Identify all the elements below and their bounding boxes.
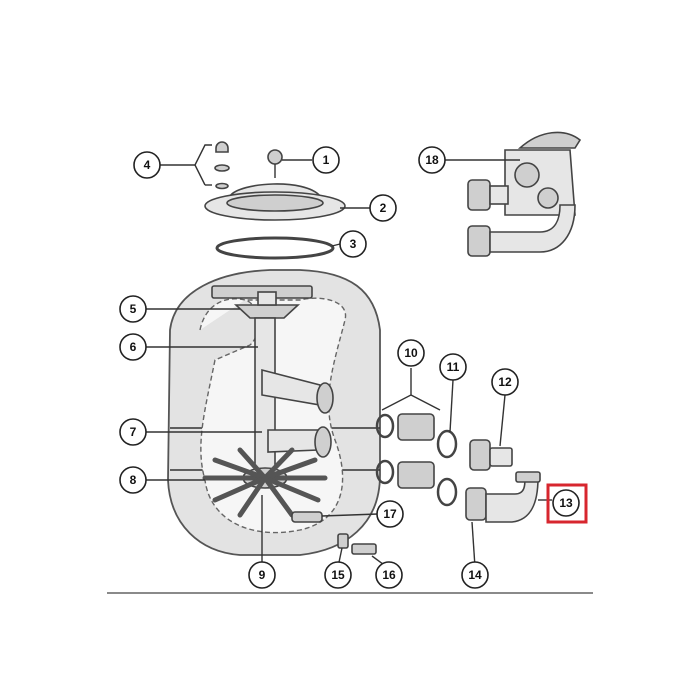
internal-collector — [202, 291, 377, 555]
callout-16: 16 — [375, 561, 403, 589]
callout-1: 1 — [312, 146, 340, 174]
callout-8: 8 — [119, 466, 147, 494]
highlight-box — [546, 483, 588, 524]
svg-text:18: 18 — [425, 153, 439, 167]
callout-14: 14 — [461, 561, 489, 589]
multiport-valve — [467, 131, 582, 257]
callout-17: 17 — [376, 500, 404, 528]
callout-3: 3 — [339, 230, 367, 258]
svg-text:3: 3 — [350, 237, 357, 251]
callout-13: 13 — [552, 489, 580, 517]
fittings — [375, 413, 541, 523]
svg-text:10: 10 — [404, 346, 418, 360]
callout-6: 6 — [119, 333, 147, 361]
svg-text:14: 14 — [468, 568, 482, 582]
leader-lines — [145, 144, 552, 568]
callout-11: 11 — [439, 353, 467, 381]
svg-text:2: 2 — [380, 201, 387, 215]
svg-text:4: 4 — [144, 158, 151, 172]
callout-2: 2 — [369, 194, 397, 222]
callout-9: 9 — [248, 561, 276, 589]
svg-text:16: 16 — [382, 568, 396, 582]
callout-18: 18 — [418, 146, 446, 174]
svg-text:17: 17 — [383, 507, 397, 521]
svg-text:12: 12 — [498, 375, 512, 389]
svg-text:13: 13 — [559, 496, 573, 510]
callout-7: 7 — [119, 418, 147, 446]
callout-4: 4 — [133, 151, 161, 179]
svg-text:15: 15 — [331, 568, 345, 582]
svg-text:5: 5 — [130, 302, 137, 316]
svg-text:7: 7 — [130, 425, 137, 439]
lid-assembly — [204, 141, 346, 260]
svg-text:6: 6 — [130, 340, 137, 354]
callout-10: 10 — [397, 339, 425, 367]
svg-text:11: 11 — [447, 360, 460, 374]
svg-text:1: 1 — [323, 153, 330, 167]
callout-15: 15 — [324, 561, 352, 589]
callout-5: 5 — [119, 295, 147, 323]
callout-12: 12 — [491, 368, 519, 396]
svg-text:9: 9 — [259, 568, 266, 582]
svg-text:8: 8 — [130, 473, 137, 487]
